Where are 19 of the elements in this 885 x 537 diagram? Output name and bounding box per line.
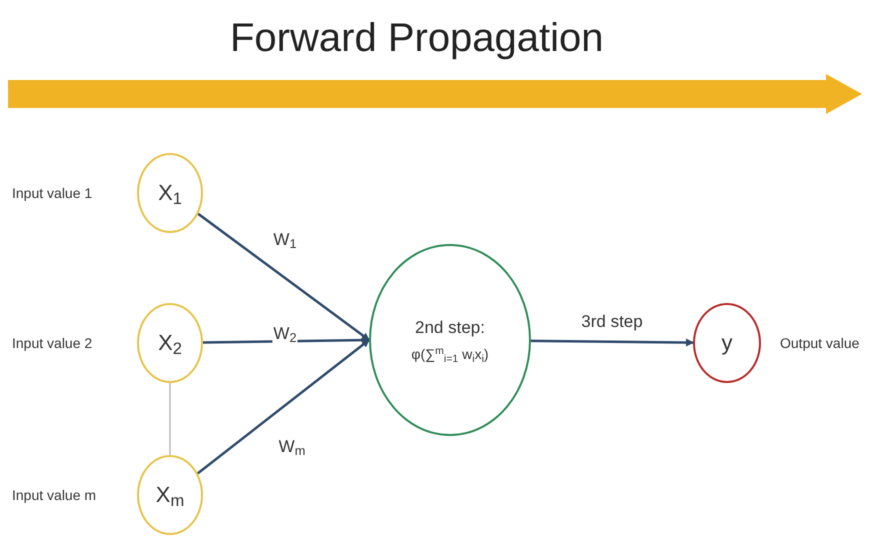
node-caption: Output value (780, 334, 860, 352)
edge-label: W$_{m}$ (278, 437, 306, 457)
node-label: X$_{1}$ (158, 179, 182, 207)
connector-line (169, 383, 171, 455)
node-label: X$_{m}$ (156, 481, 184, 509)
formula: φ(∑$^{m}$$_{i=1}$ w$_{i}$x$_{i}$) (411, 346, 489, 364)
edge-label: W$_{1}$ (272, 230, 298, 250)
edge-label: W$_{2}$ (272, 324, 298, 344)
node-caption: Input value 1 (12, 184, 92, 202)
edge-label: 3rd step (580, 312, 644, 332)
node-label: 2nd step: (415, 316, 485, 338)
arrow (197, 212, 370, 341)
title: Forward Propagation (230, 15, 604, 62)
node-label: X$_{2}$ (158, 329, 182, 357)
node-label: y (722, 329, 732, 357)
arrow (197, 339, 370, 474)
arrow (530, 338, 694, 347)
node-caption: Input value 2 (12, 334, 92, 352)
node-caption: Input value m (12, 486, 96, 504)
